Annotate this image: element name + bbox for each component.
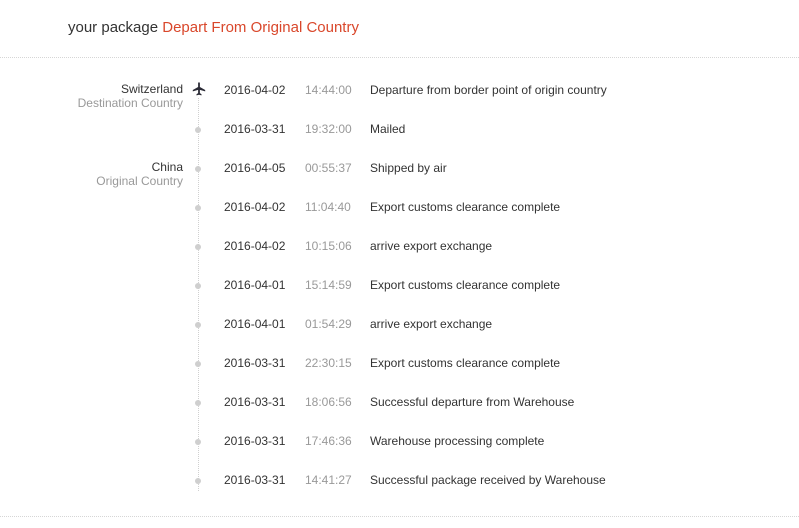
tracking-event-row: 2016-04-02 10:15:06 arrive export exchange	[0, 236, 799, 256]
event-date: 2016-04-01	[224, 278, 286, 292]
destination-country-label: Destination Country	[77, 96, 183, 110]
tracking-event-row: 2016-04-05 00:55:37 Shipped by air	[0, 158, 799, 178]
origin-country-name: China	[151, 160, 183, 174]
event-time: 11:04:40	[305, 200, 351, 214]
event-description: Successful departure from Warehouse	[370, 395, 575, 409]
tracking-header: your package Depart From Original Countr…	[0, 0, 799, 57]
event-time: 18:06:56	[305, 395, 352, 409]
event-date: 2016-03-31	[224, 122, 286, 136]
event-description: Export customs clearance complete	[370, 200, 561, 214]
timeline-dot	[195, 439, 201, 445]
event-description: Export customs clearance complete	[370, 356, 561, 370]
event-description: Warehouse processing complete	[370, 434, 545, 448]
tracking-event-row: 2016-03-31 14:41:27 Successful package rec…	[0, 470, 799, 490]
event-time: 22:30:15	[305, 356, 352, 370]
event-time: 00:55:37	[305, 161, 352, 175]
timeline-dot	[195, 166, 201, 172]
event-time: 14:44:00	[305, 83, 352, 97]
origin-country-label: Original Country	[96, 174, 183, 188]
event-date: 2016-04-02	[224, 239, 286, 253]
event-date: 2016-04-01	[224, 317, 286, 331]
timeline-line	[198, 96, 199, 491]
timeline-dot	[195, 283, 201, 289]
tracking-event-row: 2016-04-02 11:04:40 Export customs clearan…	[0, 197, 799, 217]
package-status: Depart From Original Country	[162, 19, 359, 36]
destination-location: Switzerland Destination Country	[78, 82, 183, 110]
page-title: your package Depart From Original Countr…	[68, 19, 359, 37]
tracking-event-row: 2016-03-31 18:06:56 Successful departure f…	[0, 392, 799, 412]
tracking-event-row: 2016-04-01 15:14:59 Export customs clearan…	[0, 275, 799, 295]
event-date: 2016-03-31	[224, 356, 286, 370]
tracking-event-row: 2016-04-01 01:54:29 arrive export exchange	[0, 314, 799, 334]
tracking-event-row: 2016-03-31 19:32:00 Mailed	[0, 119, 799, 139]
timeline-dot	[195, 127, 201, 133]
tracking-event-row: 2016-03-31 17:46:36 Warehouse processing c…	[0, 431, 799, 451]
timeline-dot	[195, 322, 201, 328]
tracking-event-row: 2016-03-31 22:30:15 Export customs clearan…	[0, 353, 799, 373]
event-description: Departure from border point of origin co…	[370, 83, 607, 97]
event-date: 2016-04-02	[224, 200, 286, 214]
event-time: 15:14:59	[305, 278, 352, 292]
event-description: Successful package received by Warehouse	[370, 473, 606, 487]
event-date: 2016-04-02	[224, 83, 286, 97]
event-description: Shipped by air	[370, 161, 447, 175]
tracking-event-row: 2016-04-02 14:44:00 Departure from border …	[0, 80, 799, 100]
airplane-icon	[191, 81, 207, 97]
timeline-dot	[195, 205, 201, 211]
title-prefix: your package	[68, 19, 163, 36]
event-description: Export customs clearance complete	[370, 278, 561, 292]
event-time: 17:46:36	[305, 434, 352, 448]
origin-location: China Original Country	[96, 160, 183, 188]
event-time: 01:54:29	[305, 317, 352, 331]
event-date: 2016-03-31	[224, 434, 286, 448]
event-description: arrive export exchange	[370, 317, 493, 331]
timeline-dot	[195, 361, 201, 367]
event-description: Mailed	[370, 122, 406, 136]
timeline-dot	[195, 244, 201, 250]
event-time: 19:32:00	[305, 122, 352, 136]
event-date: 2016-03-31	[224, 473, 286, 487]
timeline-dot	[195, 400, 201, 406]
event-time: 14:41:27	[305, 473, 352, 487]
event-date: 2016-04-05	[224, 161, 286, 175]
footer-divider	[0, 516, 799, 517]
event-time: 10:15:06	[305, 239, 352, 253]
event-date: 2016-03-31	[224, 395, 286, 409]
destination-country-name: Switzerland	[120, 82, 183, 96]
header-divider	[0, 57, 799, 58]
timeline-dot	[195, 478, 201, 484]
event-description: arrive export exchange	[370, 239, 493, 253]
